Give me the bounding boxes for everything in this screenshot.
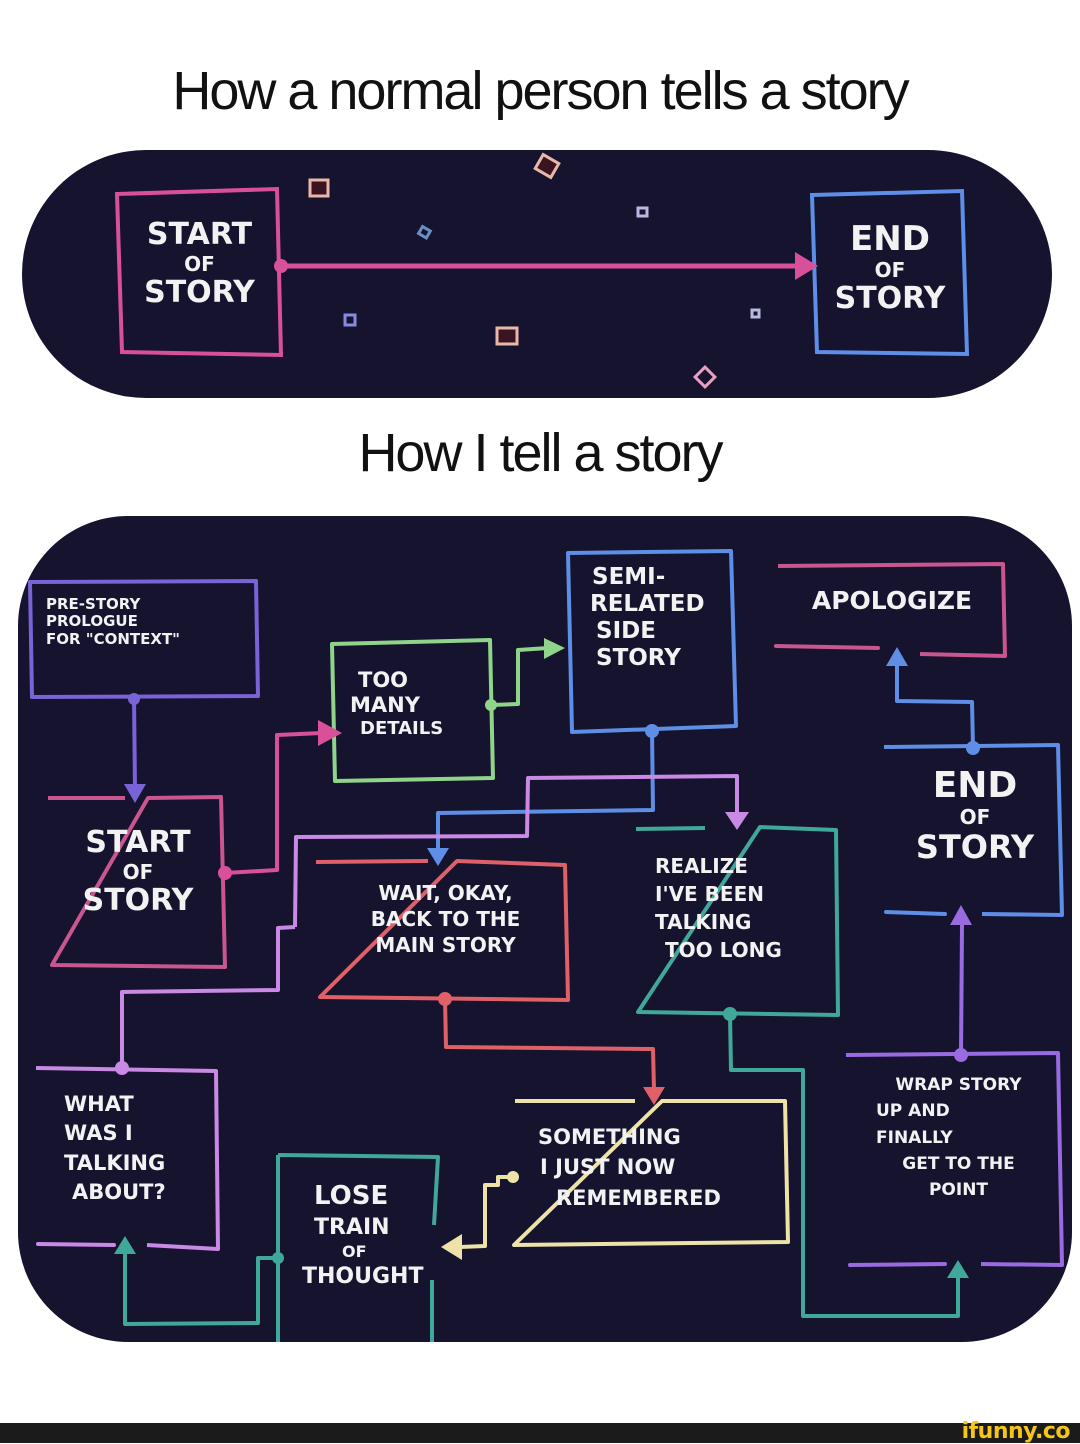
- label-line: FINALLY: [876, 1127, 953, 1148]
- normal-end-box: END OF STORY: [815, 219, 965, 317]
- edge-lose-what: [123, 1248, 278, 1326]
- label-line: STORY: [834, 281, 946, 317]
- label-line: THOUGHT: [302, 1264, 424, 1290]
- label-line: UP AND: [876, 1101, 950, 1122]
- edge-to-what: [120, 925, 296, 1068]
- edge-to-realize: [293, 774, 739, 928]
- box-side-story: SEMI- RELATED SIDE STORY: [590, 564, 730, 672]
- wait-box-outline: [315, 859, 570, 1002]
- label-line: OF: [184, 251, 215, 276]
- arrow-head-icon: [795, 252, 818, 280]
- label-line: BACK TO THE: [370, 907, 521, 931]
- edge-wrap-end: [959, 924, 964, 1056]
- box-wrap-story: WRAP STORY UP AND FINALLY GET TO THE POI…: [866, 1072, 1051, 1204]
- confetti-decoration: [308, 152, 761, 390]
- box-apologize: APOLOGIZE: [782, 586, 1002, 616]
- label-line: REALIZE: [655, 854, 748, 878]
- label-line: MAIN STORY: [375, 933, 516, 957]
- label-line: SIDE: [596, 617, 656, 644]
- box-start: START OF STORY: [58, 825, 218, 918]
- edge-wait-something: [443, 998, 656, 1091]
- label-line: STORY: [596, 644, 681, 671]
- heading-how-i-tell: How I tell a story: [358, 423, 723, 483]
- label-line: GET TO THE: [902, 1154, 1015, 1175]
- label-line: STORY: [144, 274, 255, 310]
- label-line: FOR "CONTEXT": [46, 629, 180, 648]
- box-lose-train: LOSE TRAIN OF THOUGHT: [300, 1180, 435, 1292]
- label-line: LOSE: [314, 1181, 389, 1211]
- edge-start-details: [224, 731, 323, 875]
- watermark-bar: ifunny.co: [0, 1419, 1080, 1444]
- label-line: TALKING: [64, 1150, 166, 1175]
- label-line: MANY: [350, 693, 420, 718]
- edge-side-wait: [436, 729, 655, 850]
- label-line: OF: [959, 805, 991, 830]
- label-line: POINT: [928, 1180, 989, 1201]
- label-line: ABOUT?: [72, 1180, 166, 1205]
- apologize-box-outline: [774, 562, 1007, 658]
- box-something: SOMETHING I JUST NOW REMEMBERED: [530, 1122, 780, 1213]
- label-line: TOO LONG: [665, 938, 782, 962]
- normal-start-box: START OF STORY: [122, 217, 277, 310]
- box-details: TOO MANY DETAILS: [350, 668, 480, 740]
- label-line: WAIT, OKAY,: [378, 881, 513, 905]
- label-line: I JUST NOW: [540, 1155, 676, 1180]
- label-line: OF: [874, 258, 906, 283]
- label-line: TRAIN: [314, 1214, 390, 1240]
- label-line: REMEMBERED: [556, 1185, 721, 1210]
- label-line: OF: [122, 859, 154, 884]
- label-line: STORY: [82, 882, 194, 918]
- label-line: WAS I: [64, 1121, 133, 1146]
- heading-normal-person: How a normal person tells a story: [172, 61, 909, 121]
- edge-prologue-start: [132, 696, 137, 791]
- label-line: TOO: [358, 668, 409, 692]
- edge-end-apologize: [895, 663, 975, 748]
- label-line: OF: [342, 1242, 367, 1262]
- something-box-outline: [512, 1099, 790, 1247]
- label-line: APOLOGIZE: [811, 586, 973, 615]
- label-line: END: [850, 219, 930, 259]
- label-line: START: [146, 217, 253, 252]
- box-wait-okay: WAIT, OKAY, BACK TO THE MAIN STORY: [328, 880, 563, 958]
- label-line: I'VE BEEN: [655, 882, 764, 906]
- realize-box-outline: [635, 825, 840, 1017]
- wrap-box-outline: [845, 1051, 1064, 1267]
- label-line: SEMI-: [592, 564, 666, 590]
- edge-details-side: [490, 646, 549, 707]
- label-line: TALKING: [655, 910, 752, 934]
- end-box-outline: [809, 188, 970, 357]
- start-box-outline: [114, 186, 284, 358]
- label-line: WHAT: [64, 1092, 134, 1116]
- prologue-box-outline: [28, 579, 260, 699]
- label-line: DETAILS: [360, 718, 444, 740]
- label-line: STORY: [915, 828, 1035, 867]
- side-box-outline: [566, 549, 738, 734]
- label-line: START: [85, 825, 191, 860]
- edge-realize-wrap: [728, 1013, 960, 1318]
- label-line: SOMETHING: [538, 1125, 681, 1149]
- edge-something-lose: [459, 1175, 514, 1249]
- box-end: END OF STORY: [890, 765, 1060, 866]
- box-what-was-i: WHAT WAS I TALKING ABOUT?: [64, 1090, 204, 1208]
- label-line: END: [932, 765, 1018, 806]
- label-line: WRAP STORY: [895, 1075, 1022, 1095]
- box-prologue: PRE-STORY PROLOGUE FOR "CONTEXT": [46, 595, 256, 648]
- label-line: RELATED: [590, 590, 705, 617]
- label-line: PRE-STORY: [46, 595, 141, 613]
- label-line: PROLOGUE: [46, 612, 138, 631]
- brand-logo[interactable]: ifunny.co: [961, 1419, 1071, 1444]
- start-box-outline: [48, 795, 227, 969]
- box-realize: REALIZE I'VE BEEN TALKING TOO LONG: [655, 852, 825, 964]
- lose-box-outline: [276, 1153, 440, 1342]
